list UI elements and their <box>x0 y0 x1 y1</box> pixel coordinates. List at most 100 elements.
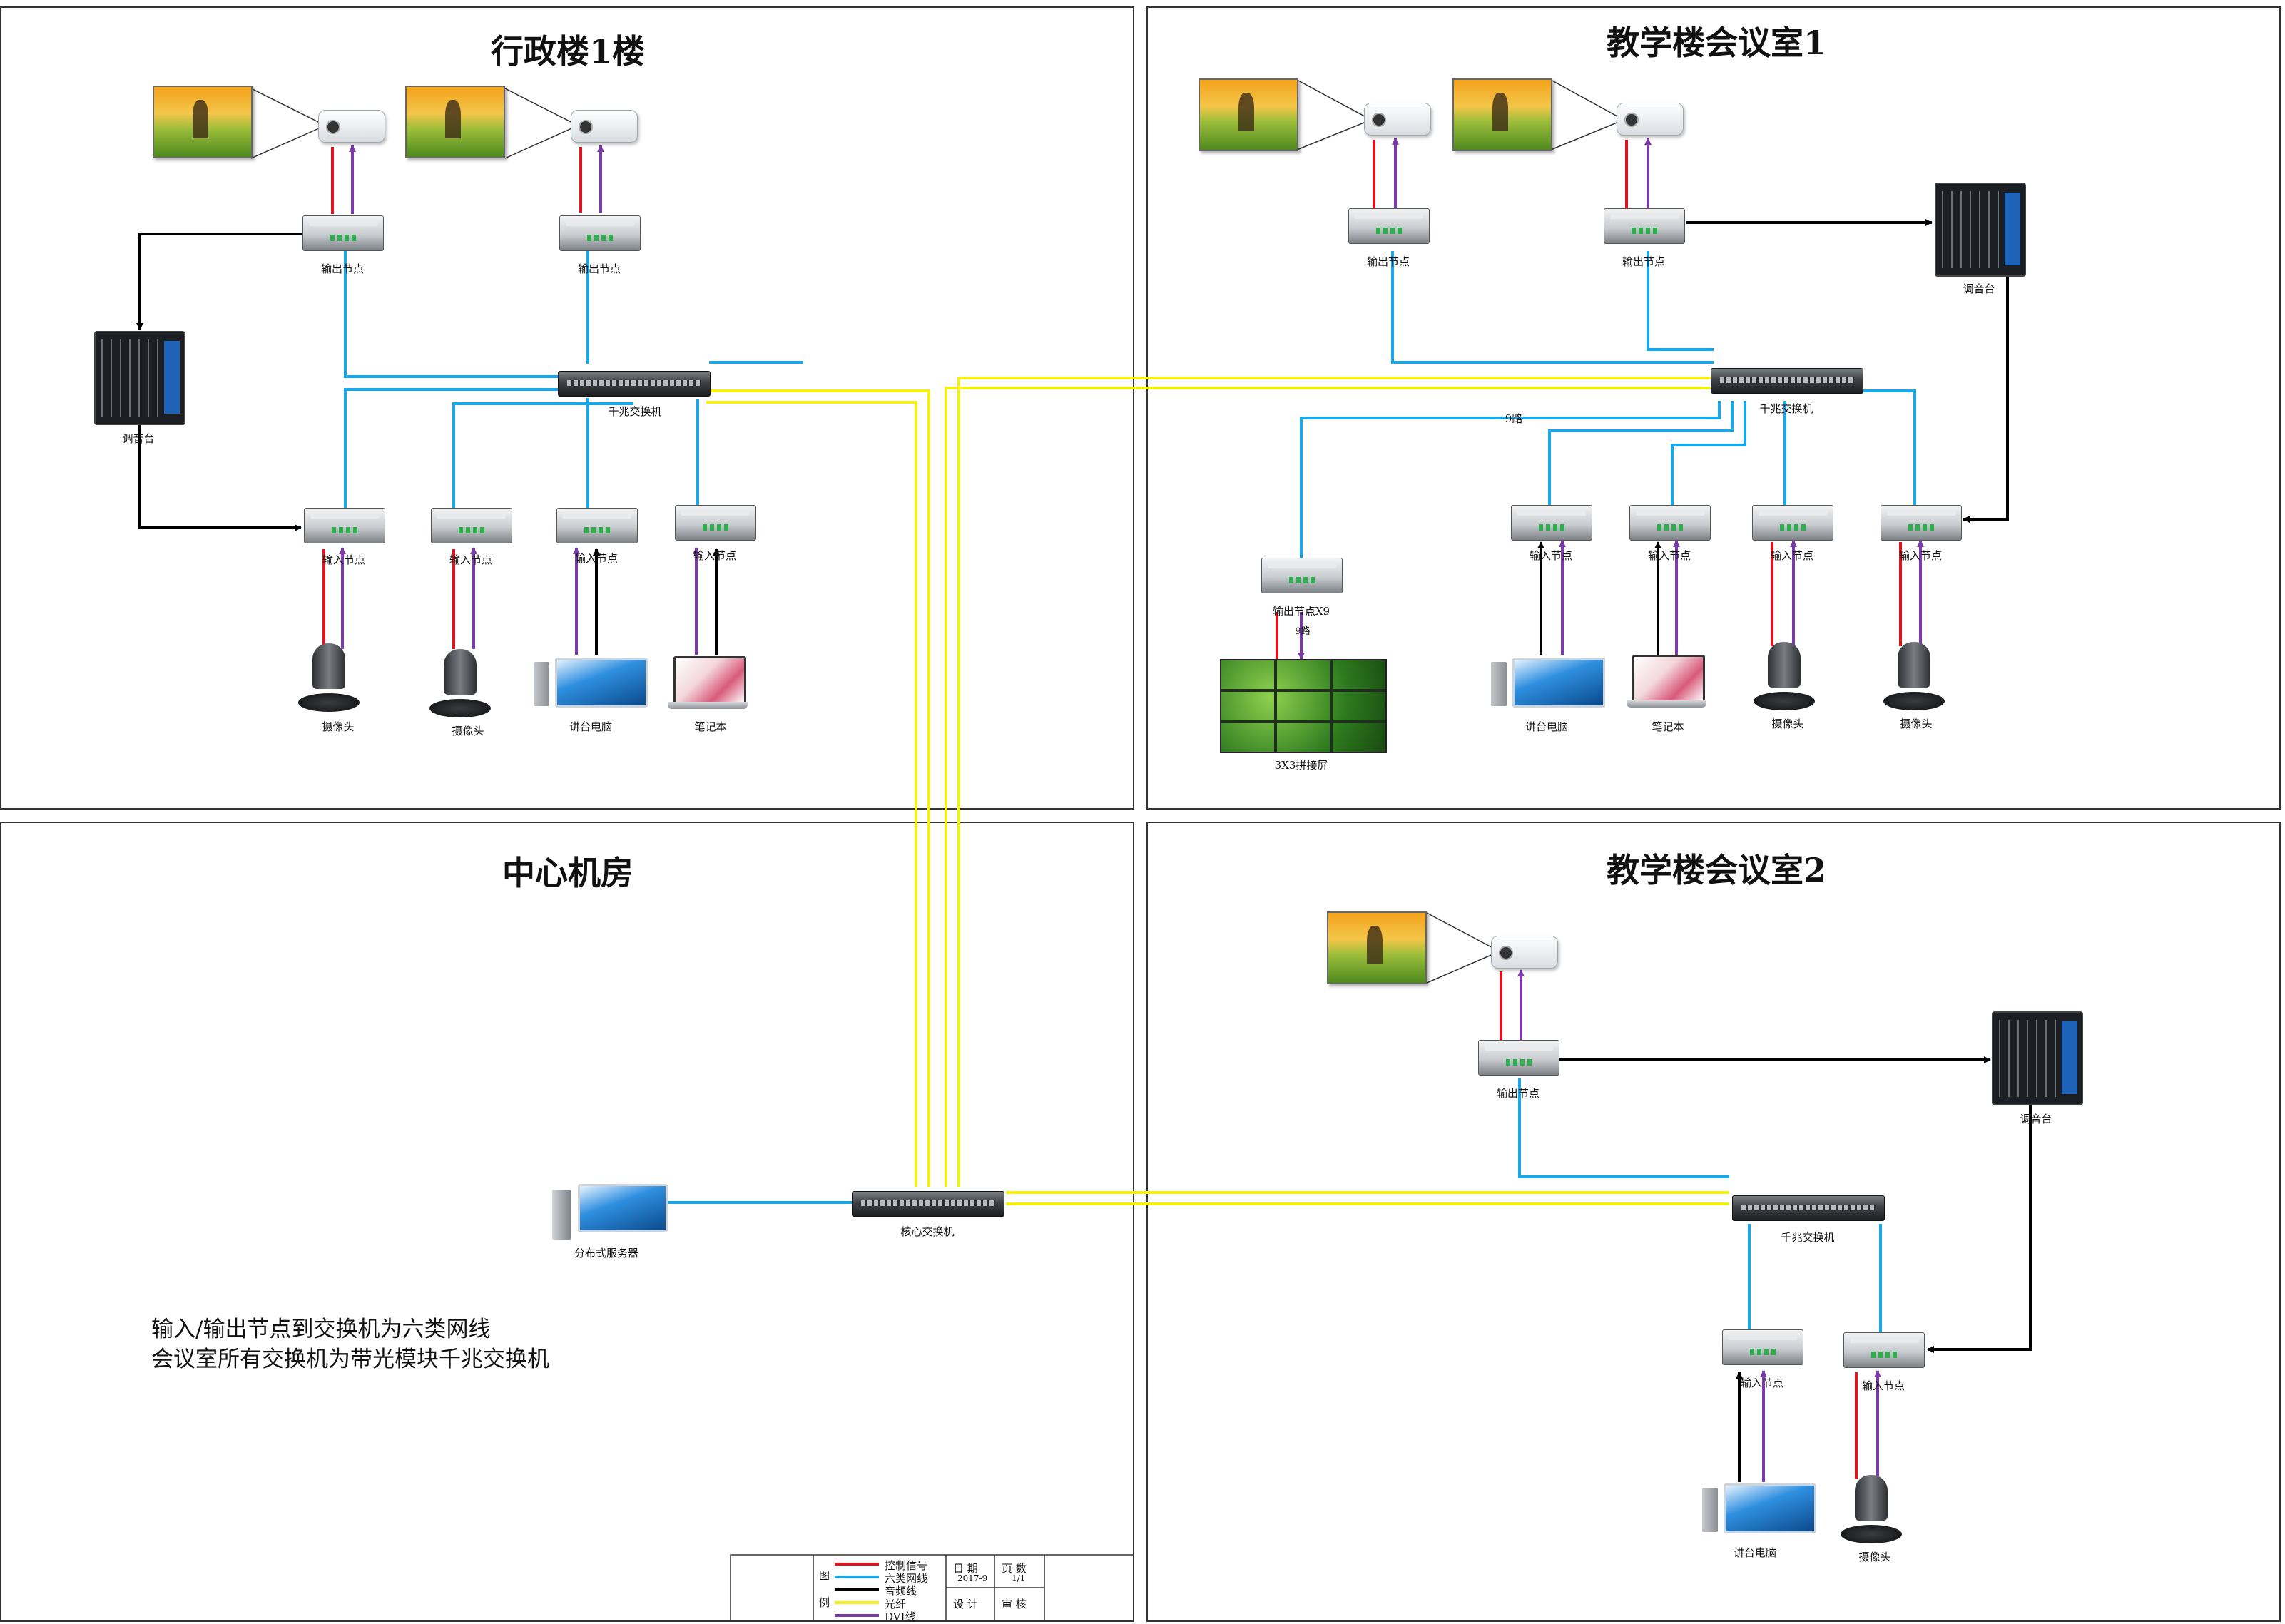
ptz-camera <box>1883 642 1945 710</box>
input-node-label: 输入节点 <box>1647 549 1691 562</box>
output-node <box>1348 208 1430 244</box>
projection-screen <box>153 86 253 158</box>
input-node <box>1843 1332 1925 1368</box>
distributed-server <box>552 1184 668 1245</box>
camera-label: 摄像头 <box>322 720 355 733</box>
projection-screen <box>1327 911 1427 984</box>
projector <box>1491 936 1558 969</box>
ptz-camera <box>1841 1475 1902 1543</box>
legend-label-dvi: DVI线 <box>885 1610 916 1623</box>
input-node-label: 输入节点 <box>574 552 619 565</box>
laptop <box>1627 655 1706 713</box>
room-frames <box>0 6 2281 1622</box>
projection-screen <box>1199 78 1298 151</box>
input-node <box>556 508 638 543</box>
ptz-camera <box>429 649 491 717</box>
podium-pc-label: 讲台电脑 <box>569 720 613 733</box>
output-node-label: 输出节点 <box>577 262 621 275</box>
input-node-label: 输入节点 <box>1529 549 1573 562</box>
date-label: 日 期 <box>953 1562 978 1575</box>
legend-label-control: 控制信号 <box>885 1559 928 1572</box>
page-value: 1/1 <box>1012 1573 1026 1583</box>
podium-pc <box>1491 658 1605 716</box>
mixer-label: 调音台 <box>122 432 155 445</box>
dvi-links <box>339 138 1924 1482</box>
projector <box>1617 103 1684 136</box>
switch-label: 千兆交换机 <box>608 405 662 418</box>
podium-pc-label: 讲台电脑 <box>1525 720 1569 733</box>
audio-mixer <box>94 331 185 425</box>
podium-pc <box>534 658 648 716</box>
gigabit-switch <box>558 371 711 397</box>
review-label: 审 核 <box>1002 1598 1027 1610</box>
input-node-label: 输入节点 <box>1861 1379 1905 1392</box>
projector <box>318 110 385 143</box>
room-title-meeting-room1: 教学楼会议室1 <box>1606 24 1827 62</box>
input-node <box>431 508 512 543</box>
room-title-meeting-room2: 教学楼会议室2 <box>1606 851 1827 889</box>
input-node <box>1881 505 1962 541</box>
input-node-label: 输入节点 <box>322 553 366 566</box>
laptop-label: 笔记本 <box>694 720 727 733</box>
gigabit-switch <box>1732 1195 1885 1221</box>
legend-label-audio: 音频线 <box>885 1585 917 1598</box>
switch-label: 千兆交换机 <box>1759 402 1813 415</box>
output-node-label: 输出节点 <box>1622 255 1666 268</box>
camera-label: 摄像头 <box>1900 717 1933 730</box>
room-title-data-center: 中心机房 <box>502 854 633 892</box>
note-line-2: 会议室所有交换机为带光模块千兆交换机 <box>151 1347 549 1372</box>
mixer-label: 调音台 <box>2020 1113 2052 1125</box>
projector <box>1364 103 1431 136</box>
date-value: 2017-9 <box>957 1573 988 1583</box>
output-node-label: 输出节点 <box>320 262 365 275</box>
legend-title-2: 例 <box>819 1596 830 1609</box>
input-node-label: 输入节点 <box>449 553 493 566</box>
switch-label: 千兆交换机 <box>1781 1231 1835 1244</box>
input-node <box>1629 505 1711 541</box>
video-wall-label: 3X3拼接屏 <box>1274 759 1328 772</box>
camera-label: 摄像头 <box>452 725 484 737</box>
input-node <box>1511 505 1592 541</box>
nine-ways-label: 9路 <box>1295 626 1311 637</box>
output-node-x9-label: 输出节点X9 <box>1272 605 1330 618</box>
frame-meeting-room2 <box>1146 822 2281 1622</box>
input-node-label: 输入节点 <box>1770 549 1814 562</box>
design-label: 设 计 <box>953 1598 978 1610</box>
core-switch-label: 核心交换机 <box>900 1225 955 1238</box>
mixer-label: 调音台 <box>1963 282 1995 295</box>
projection-screen <box>405 86 505 158</box>
frame-admin-floor1 <box>0 6 1134 810</box>
legend-lines <box>835 1563 879 1617</box>
laptop-label: 笔记本 <box>1652 720 1684 733</box>
projection-screen <box>1452 78 1552 151</box>
input-node <box>1752 505 1833 541</box>
frame-meeting-room1 <box>1146 6 2281 810</box>
output-node <box>1478 1040 1559 1076</box>
input-node <box>304 508 385 543</box>
legend-title-1: 图 <box>819 1569 830 1582</box>
audio-mixer <box>1992 1011 2083 1105</box>
server-label: 分布式服务器 <box>574 1247 639 1260</box>
camera-label: 摄像头 <box>1771 717 1804 730</box>
control-links <box>322 140 1902 1479</box>
route-count-label: 9路 <box>1505 412 1523 425</box>
core-switch <box>852 1191 1004 1217</box>
podium-pc <box>1702 1483 1816 1542</box>
frame-data-center <box>0 822 1134 1622</box>
ptz-camera <box>1754 642 1815 710</box>
output-node-x9 <box>1261 558 1343 593</box>
podium-pc-label: 讲台电脑 <box>1733 1546 1777 1559</box>
room-title-admin-floor1: 行政楼1楼 <box>490 32 646 71</box>
input-node <box>675 505 756 541</box>
camera-label: 摄像头 <box>1858 1551 1891 1563</box>
output-node <box>302 215 384 251</box>
cat6-links <box>344 242 1916 1334</box>
legend-label-cat6: 六类网线 <box>885 1572 928 1585</box>
input-node <box>1722 1329 1803 1365</box>
audio-links <box>136 219 2032 1482</box>
projector <box>571 110 638 143</box>
output-node-label: 输出节点 <box>1366 255 1410 268</box>
output-node <box>559 215 641 251</box>
input-node-label: 输入节点 <box>1740 1377 1784 1389</box>
